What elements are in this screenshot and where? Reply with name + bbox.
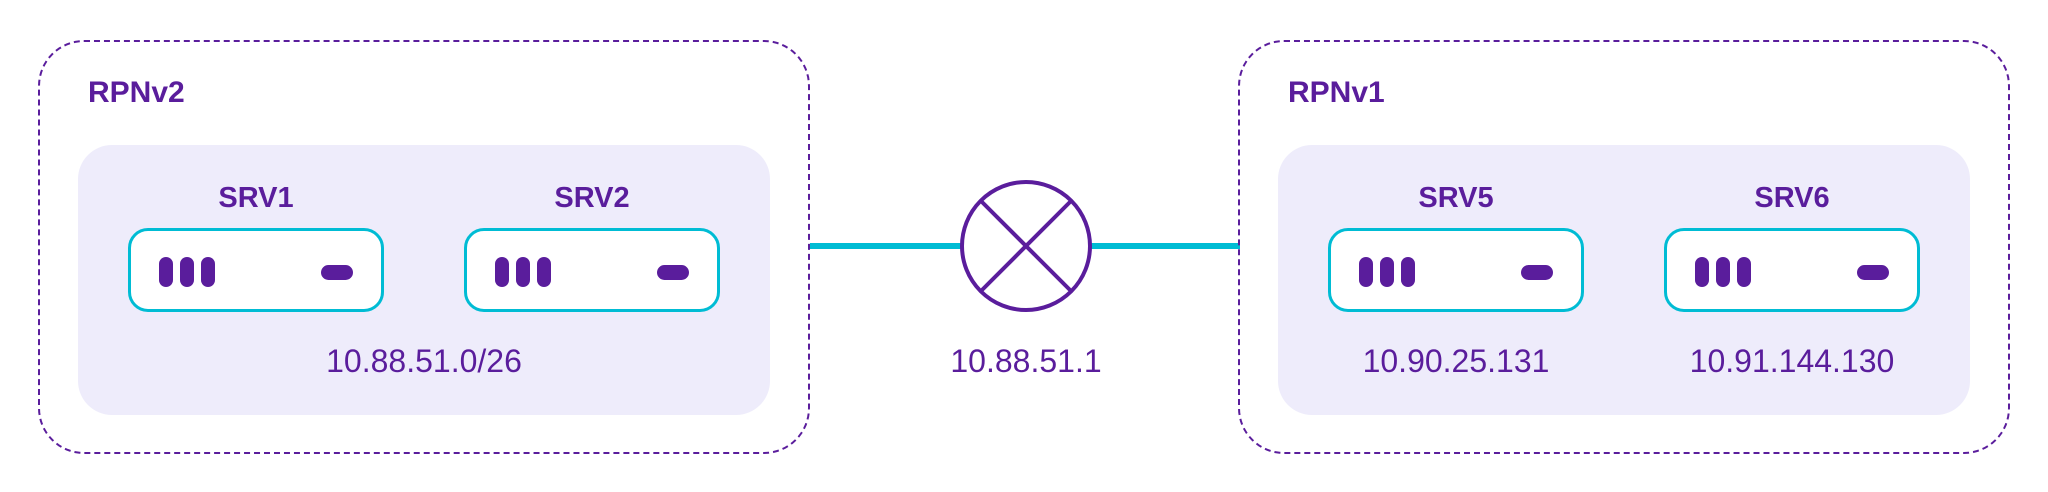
server-srv1[interactable]: [128, 228, 384, 312]
server-slot-icon: [1521, 265, 1553, 280]
server-label: SRV2: [554, 182, 630, 214]
server-lights-icon: [1695, 257, 1751, 287]
zone-title: RPNv1: [1288, 76, 1385, 109]
subnet-label: 10.88.51.0/26: [326, 343, 522, 379]
server-lights-icon: [495, 257, 551, 287]
zone-title: RPNv2: [88, 76, 185, 109]
server-label: SRV6: [1754, 182, 1830, 214]
zone-rpnv2: [38, 40, 810, 454]
server-label: SRV1: [218, 182, 294, 214]
server-slot-icon: [321, 265, 353, 280]
server-srv6[interactable]: [1664, 228, 1920, 312]
router-ip: 10.88.51.1: [950, 343, 1102, 379]
server-slot-icon: [657, 265, 689, 280]
router-icon: [960, 180, 1092, 312]
server-srv5[interactable]: [1328, 228, 1584, 312]
server-slot-icon: [1857, 265, 1889, 280]
zone-rpnv1: [1238, 40, 2010, 454]
server-srv2[interactable]: [464, 228, 720, 312]
server-label: SRV5: [1418, 182, 1494, 214]
server-lights-icon: [1359, 257, 1415, 287]
server-ip: 10.91.144.130: [1689, 343, 1895, 379]
server-ip: 10.90.25.131: [1362, 343, 1550, 379]
server-lights-icon: [159, 257, 215, 287]
